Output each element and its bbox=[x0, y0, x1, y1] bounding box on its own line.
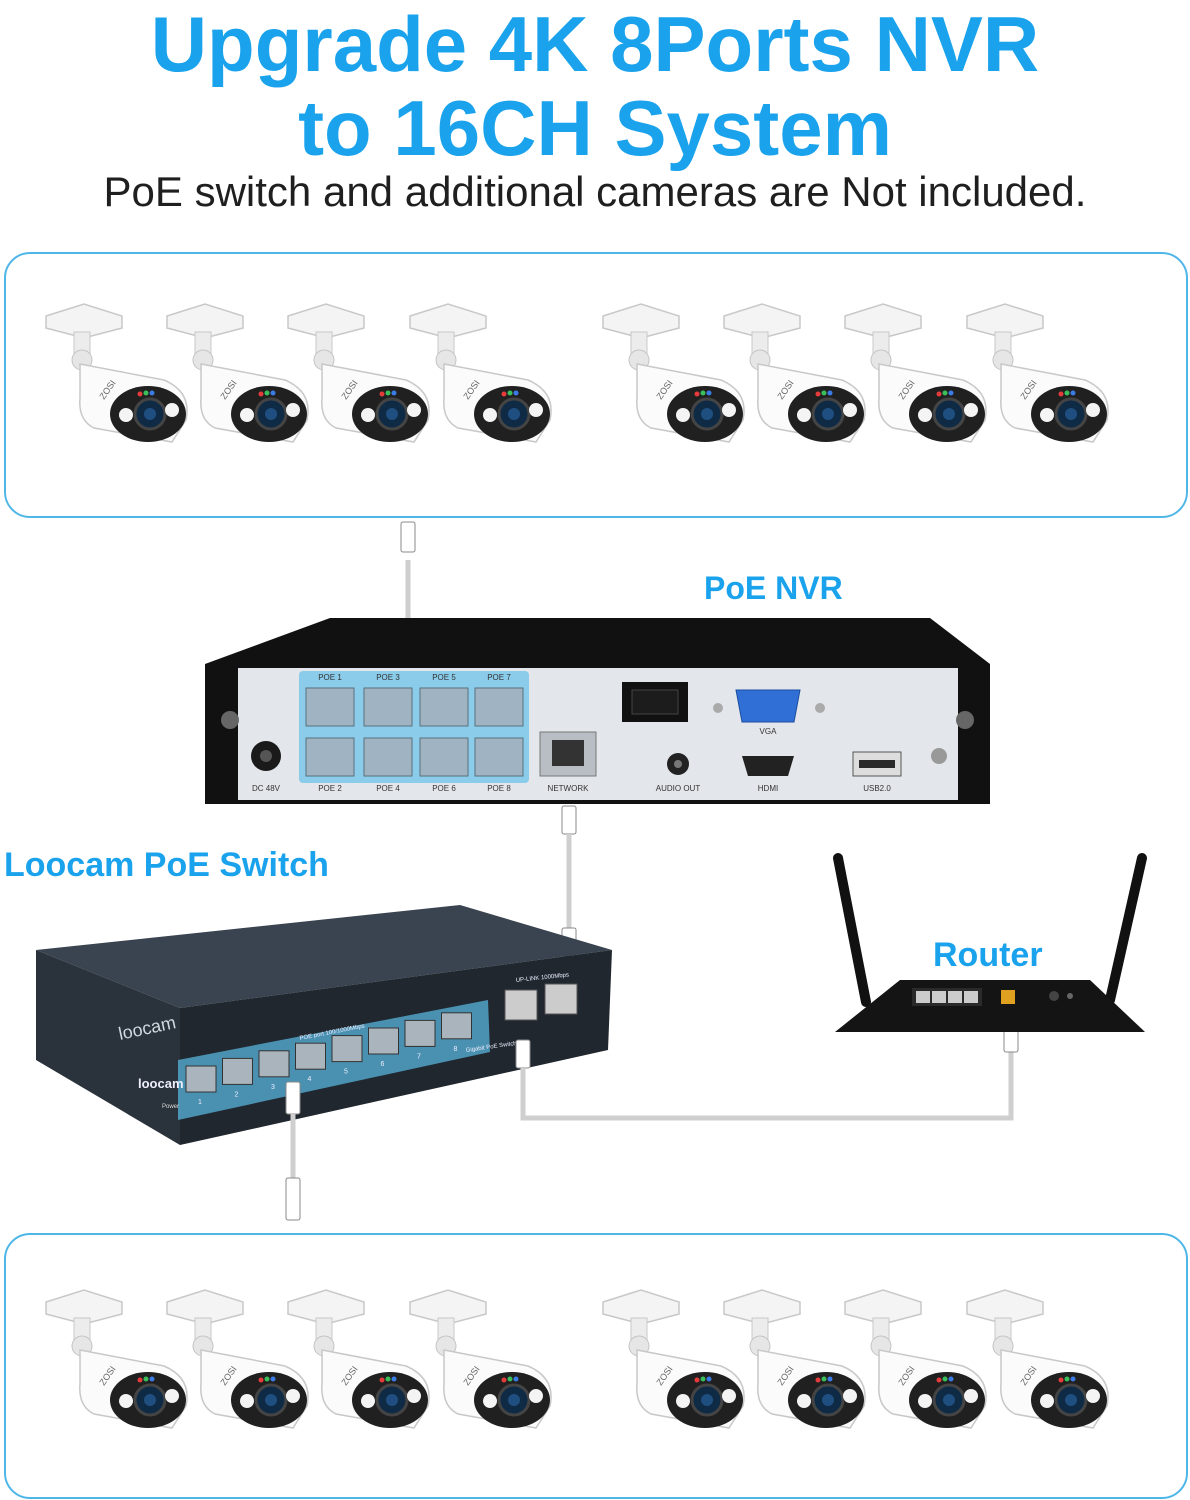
top-camera-3 bbox=[286, 302, 431, 444]
nvr-port-label: POE 2 bbox=[318, 784, 342, 793]
switch-port-number: 7 bbox=[417, 1053, 421, 1060]
switch-port-number: 5 bbox=[344, 1069, 348, 1076]
switch-poe-port bbox=[404, 1019, 436, 1047]
cameras-bottom-row bbox=[44, 1288, 1110, 1430]
switch-port-number: 1 bbox=[198, 1099, 202, 1106]
nvr-port-label: POE 1 bbox=[318, 673, 342, 682]
switch-port-number: 6 bbox=[381, 1061, 385, 1068]
poe-nvr-label: PoE NVR bbox=[704, 570, 843, 606]
switch-brand-front: loocam bbox=[138, 1076, 184, 1091]
poe-switch-label: Loocam PoE Switch bbox=[4, 846, 329, 884]
nvr-port-label: POE 5 bbox=[432, 673, 456, 682]
nvr-port-label: POE 8 bbox=[487, 784, 511, 793]
nvr-poe-port bbox=[474, 687, 524, 727]
nvr-poe-port bbox=[305, 687, 355, 727]
subtitle: PoE switch and additional cameras are No… bbox=[103, 168, 1087, 215]
nvr-port-label: POE 7 bbox=[487, 673, 511, 682]
switch-poe-port bbox=[185, 1065, 217, 1093]
switch-port-number: 8 bbox=[454, 1046, 458, 1053]
nvr-poe-port bbox=[419, 687, 469, 727]
bottom-camera-5 bbox=[601, 1288, 746, 1430]
top-camera-4 bbox=[408, 302, 553, 444]
router bbox=[833, 853, 1147, 1032]
top-camera-5 bbox=[601, 302, 746, 444]
nvr-poe-port bbox=[419, 737, 469, 777]
switch-poe-port bbox=[258, 1050, 290, 1078]
bottom-camera-7 bbox=[843, 1288, 988, 1430]
top-camera-6 bbox=[722, 302, 867, 444]
switch-poe-port bbox=[331, 1035, 363, 1063]
nvr-poe-port bbox=[474, 737, 524, 777]
top-camera-7 bbox=[843, 302, 988, 444]
bottom-camera-1 bbox=[44, 1288, 189, 1430]
switch-poe-port bbox=[295, 1042, 326, 1070]
nvr-hdmi-label: HDMI bbox=[758, 784, 778, 793]
nvr-port-label: POE 4 bbox=[376, 784, 400, 793]
switch-port-number: 4 bbox=[308, 1076, 312, 1083]
nvr-vga-label: VGA bbox=[760, 727, 778, 736]
switch-poe-port bbox=[368, 1027, 399, 1055]
top-camera-2 bbox=[165, 302, 310, 444]
switch-power-label: Power bbox=[162, 1104, 179, 1110]
nvr-poe-port bbox=[363, 737, 413, 777]
switch-port-number: 3 bbox=[271, 1084, 275, 1091]
bottom-camera-6 bbox=[722, 1288, 867, 1430]
nvr-poe-port bbox=[305, 737, 355, 777]
nvr-network-label: NETWORK bbox=[548, 784, 590, 793]
switch-uplink-label: UP-LINK 1000Mbps bbox=[516, 972, 570, 984]
cable-nvr-to-switch bbox=[561, 805, 577, 957]
nvr-poe-port bbox=[363, 687, 413, 727]
cable-switch-to-cameras bbox=[285, 1081, 301, 1221]
top-camera-8 bbox=[965, 302, 1110, 444]
nvr-dc-label: DC 48V bbox=[252, 784, 281, 793]
switch-poe-port bbox=[222, 1057, 253, 1085]
switch-poe-port bbox=[441, 1012, 472, 1040]
bottom-camera-4 bbox=[408, 1288, 553, 1430]
bottom-camera-3 bbox=[286, 1288, 431, 1430]
top-camera-1 bbox=[44, 302, 189, 444]
nvr-audio-label: AUDIO OUT bbox=[656, 784, 701, 793]
cameras-top-row bbox=[44, 302, 1110, 444]
nvr-usb-label: USB2.0 bbox=[863, 784, 891, 793]
bottom-camera-8 bbox=[965, 1288, 1110, 1430]
nvr-port-label: POE 3 bbox=[376, 673, 400, 682]
bottom-camera-2 bbox=[165, 1288, 310, 1430]
nvr-port-label: POE 6 bbox=[432, 784, 456, 793]
poe-nvr: POE 1 POE 2 POE 3 POE 4 POE 5 POE 6 POE 7 POE 8… bbox=[205, 618, 990, 804]
router-label: Router bbox=[933, 936, 1043, 974]
title-line-2: to 16CH System bbox=[298, 84, 892, 172]
title-line-1: Upgrade 4K 8Ports NVR bbox=[150, 0, 1040, 88]
switch-port-number: 2 bbox=[235, 1091, 239, 1098]
